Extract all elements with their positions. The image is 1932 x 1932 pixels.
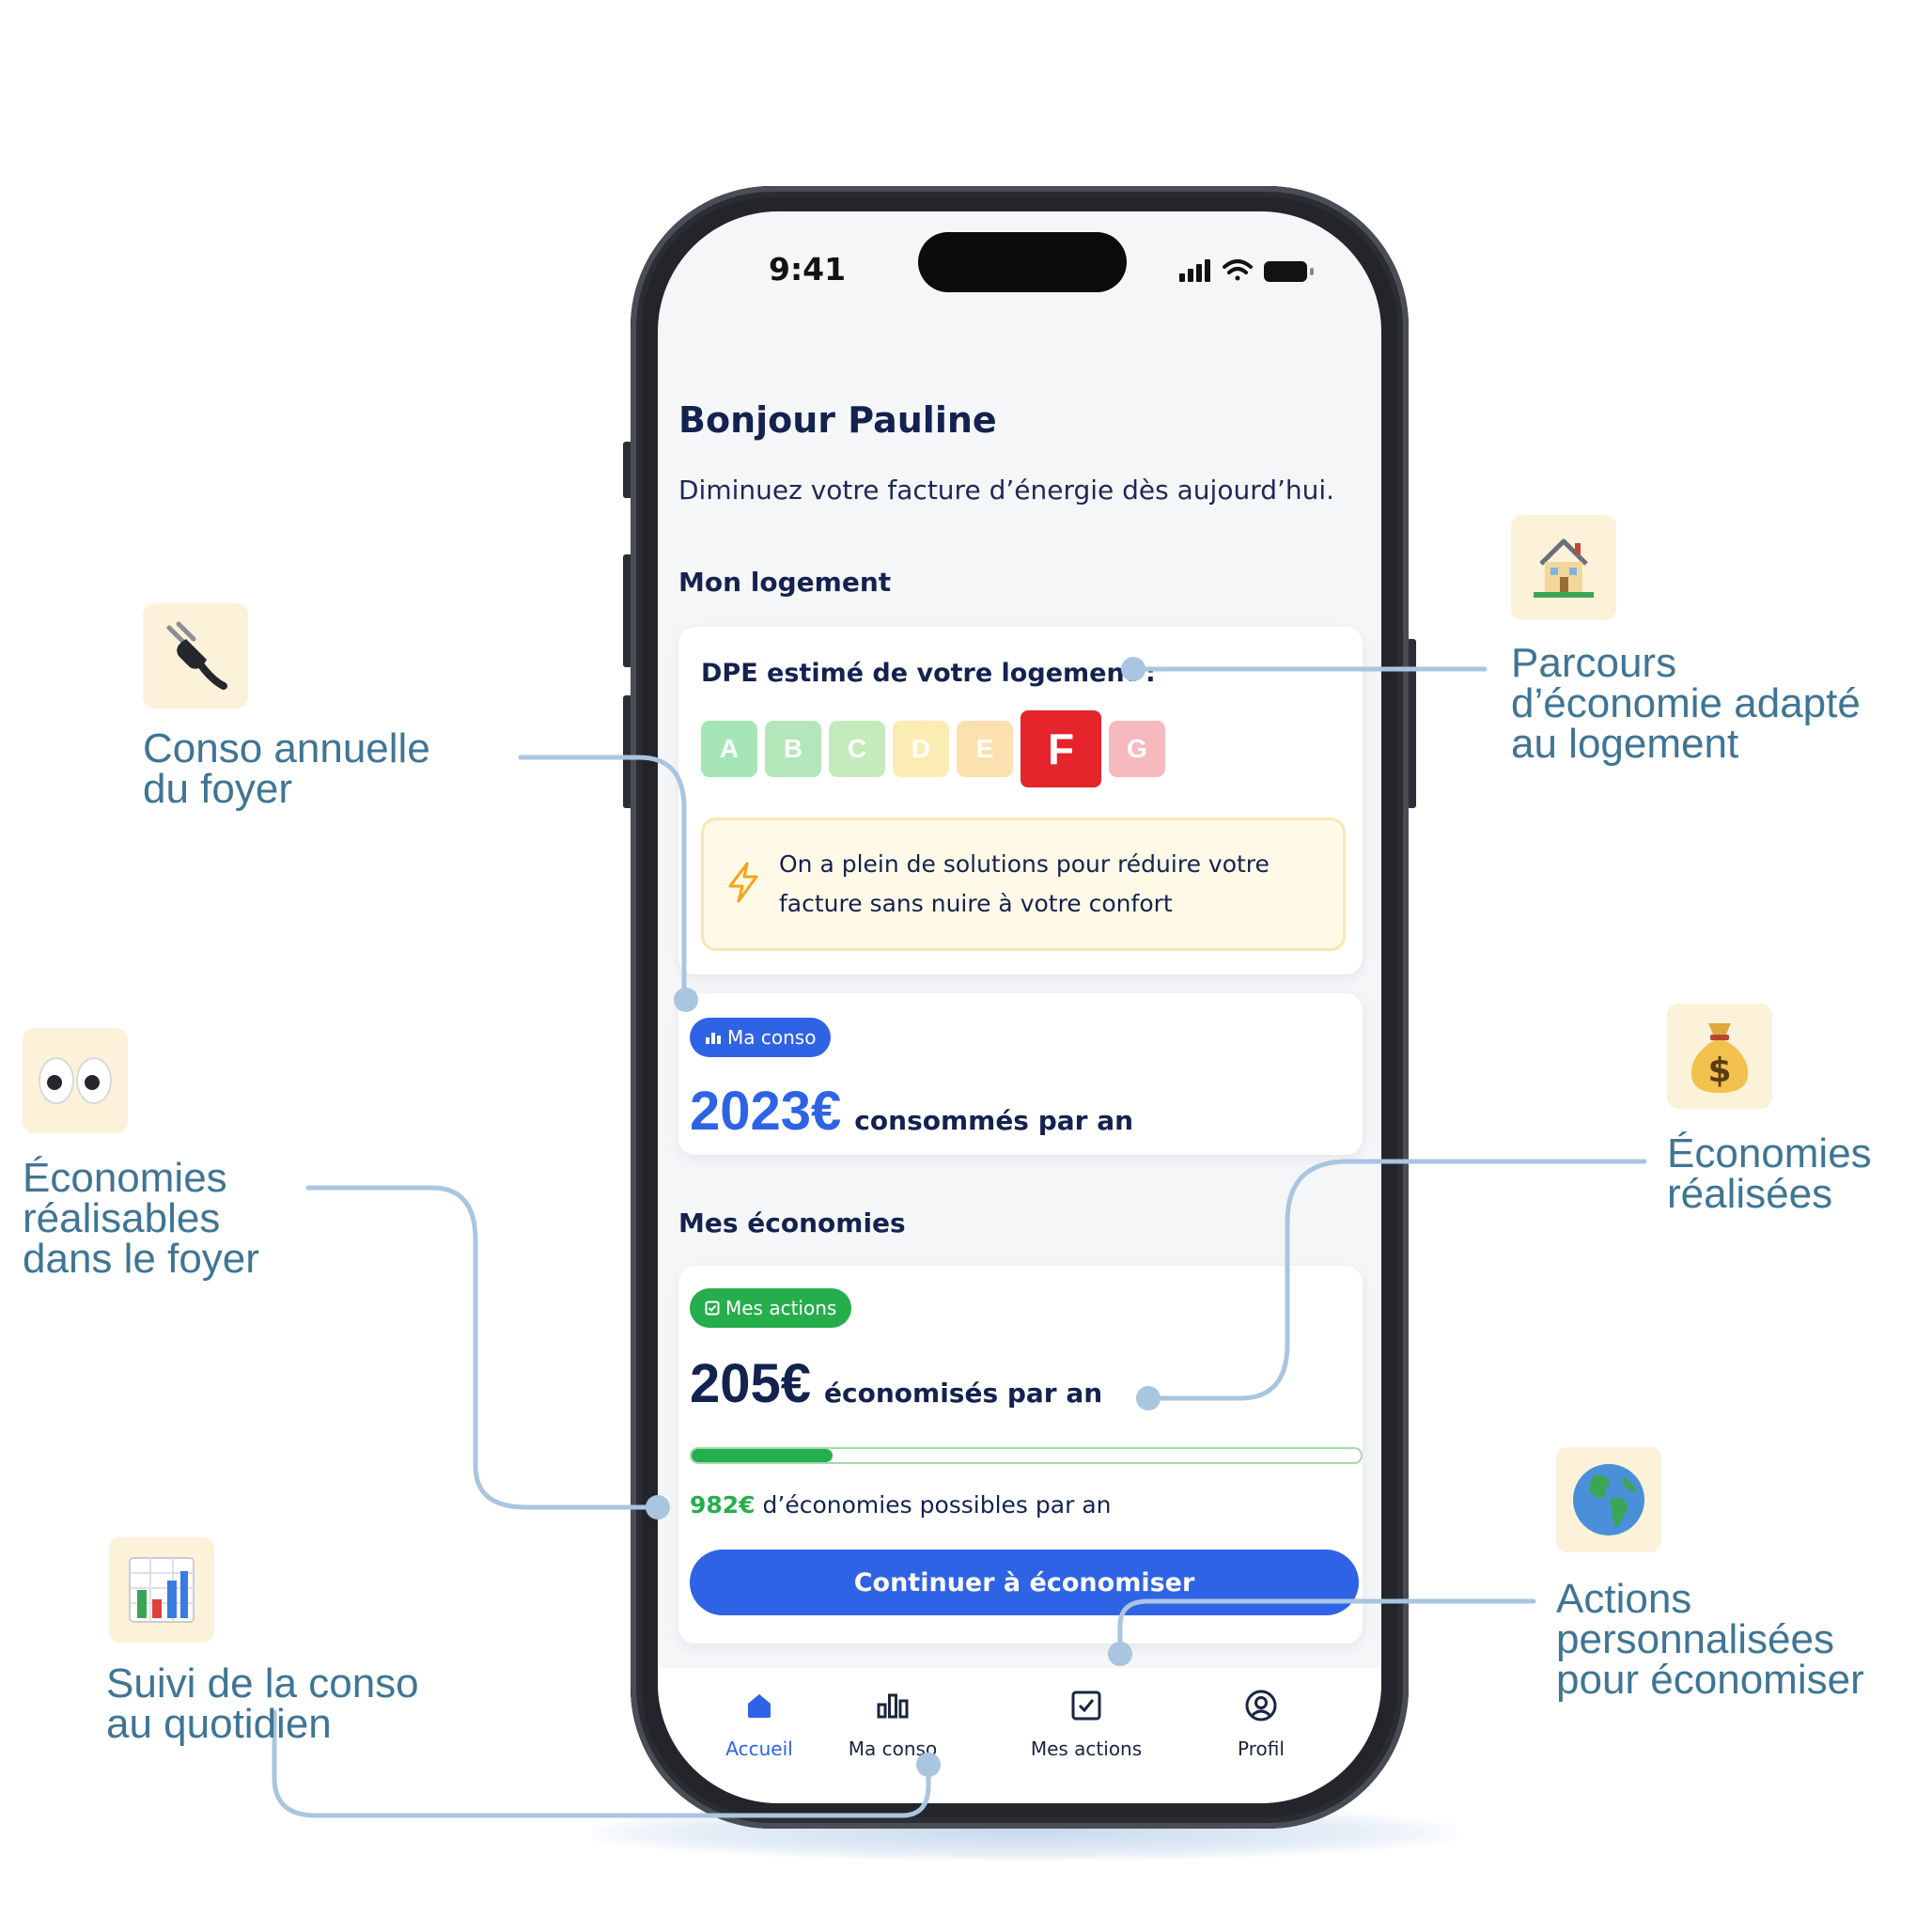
conso-amount-row: 2023€ consommés par an [690, 1080, 1133, 1143]
dpe-class-e: E [957, 721, 1013, 777]
plug-icon [143, 603, 248, 709]
saved-amount-row: 205€ économisés par an [690, 1352, 1102, 1415]
phone-volume-up [623, 554, 632, 667]
possible-amount: 982€ [690, 1491, 756, 1519]
status-time: 9:41 [769, 251, 847, 288]
dynamic-island [918, 232, 1127, 292]
home-icon [748, 1694, 771, 1718]
dpe-class-c: C [829, 721, 885, 777]
housing-section-title: Mon logement [678, 567, 892, 598]
user-circle-icon [1245, 1690, 1277, 1722]
wifi-icon [1223, 259, 1253, 281]
battery-icon [1264, 261, 1314, 282]
annotation-actions-perso-label: Actions personnalisées pour économiser [1556, 1576, 1864, 1703]
conso-card[interactable]: Ma conso 2023€ consommés par an [678, 993, 1363, 1155]
tab-bar: Accueil Ma conso Mes actions [658, 1668, 1381, 1803]
annotation-suivi-conso-label: Suivi de la conso au quotidien [106, 1660, 419, 1747]
actions-badge: Mes actions [690, 1288, 852, 1328]
tab-ma-conso[interactable]: Ma conso [808, 1668, 977, 1760]
bar-chart-icon [706, 1033, 721, 1044]
phone-power-button [1407, 639, 1416, 808]
signal-icon [1179, 259, 1210, 282]
status-icons [1179, 257, 1330, 288]
phone-volume-down [623, 695, 632, 808]
saved-amount: 205€ [690, 1353, 812, 1414]
dpe-class-d: D [893, 721, 949, 777]
checkbox-icon [705, 1301, 720, 1316]
house-icon [1511, 515, 1616, 620]
checkbox-icon [1071, 1690, 1101, 1721]
eyes-icon [23, 1028, 128, 1133]
annotation-economies-realisables-label: Économies réalisables dans le foyer [23, 1155, 259, 1282]
greeting-title: Bonjour Pauline [678, 399, 997, 441]
dpe-label: DPE estimé de votre logement : [701, 659, 1156, 688]
svg-text:$: $ [1707, 1052, 1731, 1090]
bar-chart-icon [877, 1693, 909, 1719]
tab-profil[interactable]: Profil [1176, 1668, 1346, 1760]
annotation-economies-realisees-label: Économies réalisées [1667, 1130, 1872, 1217]
chart-icon [109, 1537, 214, 1643]
possible-savings: 982€ d’économies possibles par an [690, 1491, 1111, 1519]
dpe-class-f: F [1021, 710, 1101, 787]
continue-saving-button[interactable]: Continuer à économiser [690, 1550, 1359, 1615]
tab-mes-actions[interactable]: Mes actions [1002, 1668, 1171, 1760]
money-bag-icon: $ [1667, 1004, 1772, 1109]
saved-amount-suffix: économisés par an [824, 1378, 1103, 1409]
lightning-icon [726, 862, 760, 907]
conso-badge: Ma conso [690, 1018, 832, 1057]
globe-icon [1556, 1447, 1661, 1552]
savings-progress-bar [690, 1447, 1363, 1464]
tab-label: Ma conso [848, 1737, 938, 1760]
annotation-parcours-label: Parcours d’économie adapté au logement [1511, 640, 1861, 767]
dpe-tip-box: On a plein de solutions pour réduire vot… [701, 818, 1346, 951]
savings-section-title: Mes économies [678, 1208, 906, 1239]
conso-amount-suffix: consommés par an [854, 1105, 1134, 1136]
annotation-conso-annuelle-label: Conso annuelle du foyer [143, 725, 430, 812]
conso-amount: 2023€ [690, 1081, 842, 1142]
possible-suffix: d’économies possibles par an [762, 1491, 1112, 1519]
savings-card[interactable]: Mes actions 205€ économisés par an 982€ … [678, 1266, 1363, 1644]
phone-screen: 9:41 Bonjour Pauline Diminuez votre fact… [658, 211, 1381, 1803]
actions-badge-label: Mes actions [725, 1297, 837, 1319]
conso-badge-label: Ma conso [727, 1026, 817, 1049]
tab-label: Mes actions [1030, 1737, 1143, 1760]
dpe-tip-text: On a plein de solutions pour réduire vot… [779, 850, 1270, 917]
dpe-class-a: A [701, 721, 757, 777]
dpe-class-g: G [1109, 721, 1165, 777]
phone-mute-switch [623, 442, 632, 498]
savings-progress-fill [692, 1449, 833, 1462]
connector-economies-realisables [305, 1185, 661, 1510]
tab-label: Profil [1238, 1737, 1285, 1760]
greeting-subtitle: Diminuez votre facture d’énergie dès auj… [678, 475, 1335, 506]
dpe-class-b: B [765, 721, 821, 777]
